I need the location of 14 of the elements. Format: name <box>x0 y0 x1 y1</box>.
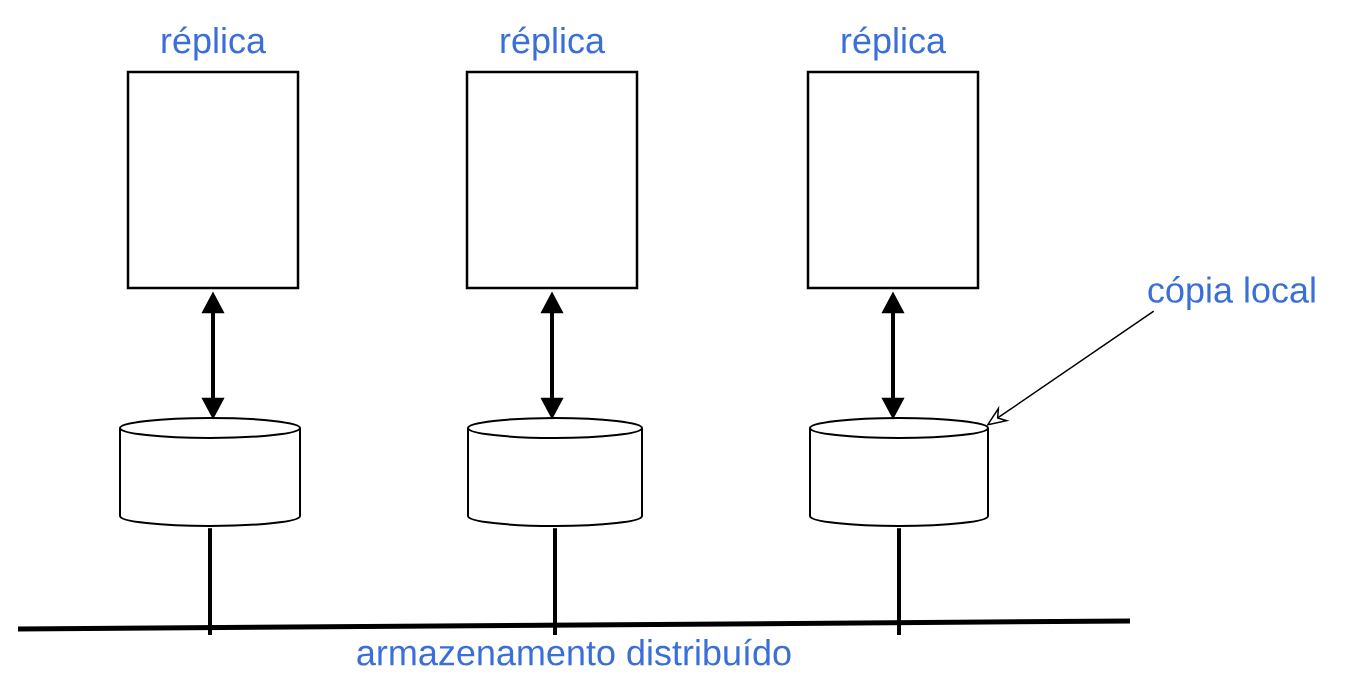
connector-line <box>208 528 212 635</box>
process-box: réplica <box>806 26 980 290</box>
node-label: réplica <box>842 26 946 61</box>
process-box: réplica <box>126 26 300 290</box>
node-label: réplica <box>162 26 266 61</box>
callout-label: cópia local <box>1148 276 1315 310</box>
connector-line <box>897 528 901 635</box>
connector-line <box>553 528 557 635</box>
storage-cylinder <box>467 417 643 527</box>
storage-cylinder <box>809 417 989 527</box>
process-box: réplica <box>465 26 639 290</box>
storage-cylinder <box>119 417 301 527</box>
storage-bus: armazenamento distribuído <box>18 618 1130 666</box>
node-label: réplica <box>501 26 605 61</box>
